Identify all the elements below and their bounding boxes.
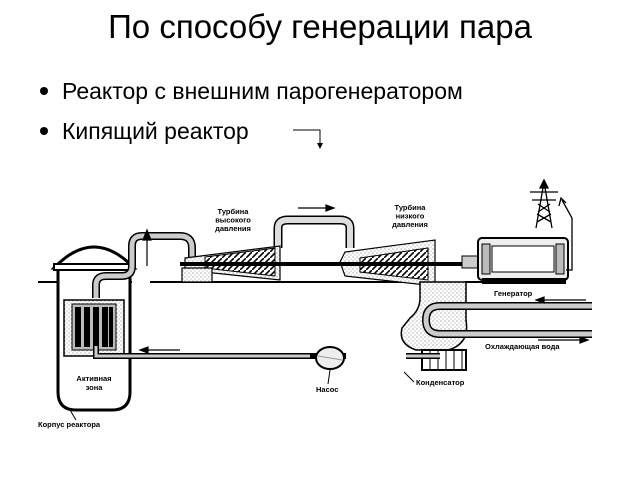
flow-right-arrow-icon bbox=[298, 204, 336, 212]
pump bbox=[310, 346, 346, 370]
bullet-list: Реактор с внешним парогенератором Кипящи… bbox=[40, 74, 463, 154]
transmission-tower-icon bbox=[530, 178, 558, 229]
label-generator: Генератор bbox=[494, 289, 533, 298]
bullet-item: Кипящий реактор bbox=[40, 114, 463, 154]
label-pump: Насос bbox=[316, 385, 338, 394]
power-line-arrow-icon bbox=[558, 196, 573, 271]
generator bbox=[461, 237, 569, 284]
bullet-dot-icon bbox=[40, 87, 48, 95]
bullet-dot-icon bbox=[40, 127, 48, 135]
label-reactor-vessel: Корпус реактора bbox=[38, 420, 101, 429]
turbine-shaft bbox=[180, 262, 480, 266]
flow-left-arrow-icon bbox=[138, 346, 180, 354]
cooling-water-loop bbox=[421, 296, 592, 344]
bullet-text: Кипящий реактор bbox=[62, 118, 249, 144]
bullet-item: Реактор с внешним парогенератором bbox=[40, 74, 463, 114]
reactor-vessel bbox=[50, 245, 138, 412]
slide-title: По способу генерации пара bbox=[108, 8, 532, 45]
label-cooling-water: Охлаждающая вода bbox=[485, 342, 560, 351]
steam-up-arrow-icon bbox=[142, 228, 152, 266]
crossover-pipe bbox=[273, 215, 355, 248]
label-condenser: Конденсатор bbox=[416, 378, 465, 387]
pointer-arrow-icon bbox=[293, 129, 323, 149]
bullet-text: Реактор с внешним парогенератором bbox=[62, 78, 463, 104]
